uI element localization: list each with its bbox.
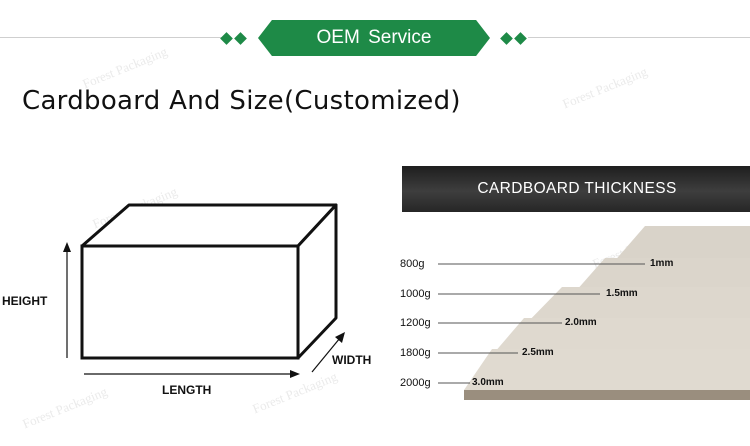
length-label: LENGTH bbox=[162, 383, 212, 397]
oem-service-banner: OEM Service bbox=[258, 20, 490, 56]
gsm-label-1800: 1800g bbox=[400, 347, 431, 359]
box-diagram bbox=[63, 203, 345, 378]
header-rule-left bbox=[0, 37, 222, 38]
width-arrowhead bbox=[335, 332, 345, 343]
leader-lines bbox=[438, 263, 645, 384]
cardboard-layers bbox=[464, 226, 750, 400]
diamond-icon bbox=[234, 32, 247, 45]
board-edge-5 bbox=[464, 390, 750, 400]
width-label: WIDTH bbox=[332, 353, 372, 367]
thickness-label-2-0mm: 2.0mm bbox=[565, 317, 597, 328]
thickness-label-1mm: 1mm bbox=[650, 258, 674, 269]
gsm-label-2000: 2000g bbox=[400, 377, 431, 389]
gsm-label-800: 800g bbox=[400, 258, 425, 270]
board-layer-1 bbox=[612, 226, 750, 268]
thickness-label-2-5mm: 2.5mm bbox=[522, 347, 554, 358]
diamond-icon bbox=[220, 32, 233, 45]
box-front-face bbox=[80, 244, 300, 360]
thickness-label-3-0mm: 3.0mm bbox=[472, 377, 504, 388]
thickness-banner: CARDBOARD THICKNESS bbox=[402, 166, 750, 212]
gsm-label-1000: 1000g bbox=[400, 288, 431, 300]
diamond-icon bbox=[500, 32, 513, 45]
watermark: Forest Packaging bbox=[80, 43, 170, 92]
length-arrowhead bbox=[290, 370, 300, 378]
diamond-icon bbox=[514, 32, 527, 45]
board-layer-5 bbox=[464, 349, 750, 390]
box-top-face bbox=[80, 203, 338, 248]
height-label: HEIGHT bbox=[2, 294, 48, 308]
header-rule-right bbox=[528, 37, 750, 38]
gsm-label-1200: 1200g bbox=[400, 317, 431, 329]
watermark: Forest Packaging bbox=[560, 63, 650, 112]
height-arrowhead bbox=[63, 242, 71, 252]
thickness-label-1-5mm: 1.5mm bbox=[606, 288, 638, 299]
page-title: Cardboard And Size(Customized) bbox=[22, 86, 461, 116]
width-arrow bbox=[311, 337, 341, 373]
